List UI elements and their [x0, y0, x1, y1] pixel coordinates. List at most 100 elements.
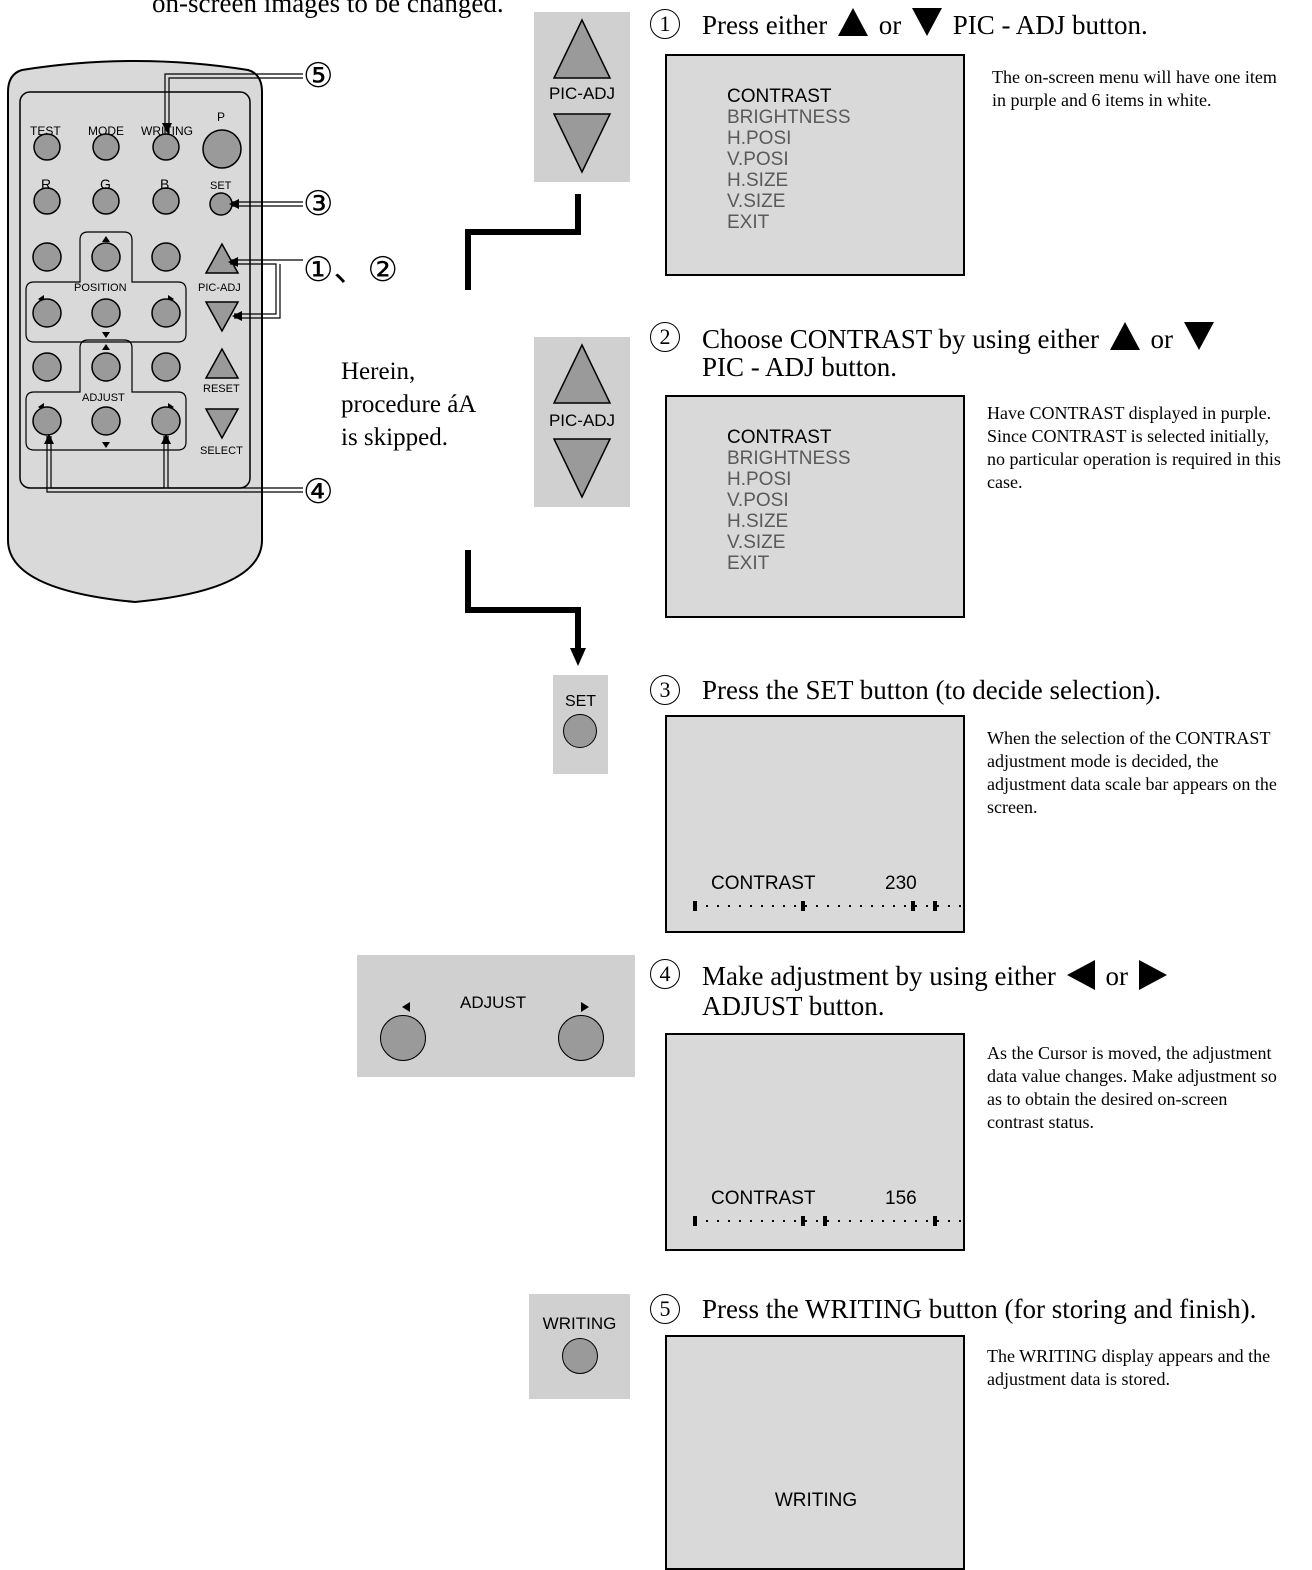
callout-4: ④	[303, 474, 334, 511]
step-1-post: PIC - ADJ button.	[952, 10, 1148, 40]
step-3-description: When the selection of the CONTRAST adjus…	[987, 728, 1277, 817]
picadj-triangles-icon[interactable]	[534, 12, 630, 182]
menu-item: CONTRAST	[727, 427, 832, 448]
adjust-panel: ADJUST	[357, 955, 635, 1077]
left-arrow-icon	[402, 1002, 410, 1012]
callout-3: ③	[303, 186, 334, 223]
picadj-panel-label: PIC-ADJ	[548, 84, 616, 103]
menu-item: BRIGHTNESS	[727, 448, 851, 469]
menu-item: CONTRAST	[727, 86, 832, 107]
step-4-number: 4	[650, 959, 680, 989]
down-triangle-icon	[911, 8, 942, 36]
scale-bar	[693, 901, 965, 911]
remote-label-adjust: ADJUST	[82, 392, 125, 404]
menu-item: V.SIZE	[727, 532, 786, 553]
writing-panel: WRITING	[529, 1294, 630, 1399]
menu-item: BRIGHTNESS	[727, 107, 851, 128]
menu-item: H.SIZE	[727, 511, 789, 532]
note-line-3: is skipped.	[341, 424, 448, 451]
up-triangle-icon	[1109, 322, 1140, 350]
osd-menu: CONTRAST BRIGHTNESS H.POSI V.POSI H.SIZE…	[727, 86, 851, 233]
callout-12: ①、②	[303, 252, 398, 289]
remote-label-mode: MODE	[88, 124, 124, 138]
writing-screen-text: WRITING	[774, 1490, 858, 1511]
menu-item: H.SIZE	[727, 170, 789, 191]
menu-item: H.POSI	[727, 128, 792, 149]
step-1-description: The on-screen menu will have one item in…	[992, 67, 1277, 110]
step-4-mid: or	[1105, 961, 1128, 991]
step-5-number: 5	[650, 1294, 680, 1324]
step-5-screen: WRITING	[665, 1335, 965, 1570]
scale-value: 230	[885, 873, 917, 894]
flow-connector	[465, 194, 586, 666]
remote-label-position: POSITION	[74, 282, 127, 294]
menu-item: V.POSI	[727, 490, 789, 511]
step-4-title: Make adjustment by using either or	[702, 960, 1171, 991]
remote-label-b: B	[160, 176, 170, 192]
menu-item: H.POSI	[727, 469, 792, 490]
step-2-title-line2: PIC - ADJ button.	[702, 352, 898, 382]
remote-label-picadj: PIC-ADJ	[198, 282, 241, 294]
step-5-description: The WRITING display appears and the adju…	[987, 1346, 1271, 1389]
up-triangle-icon	[837, 8, 868, 36]
adjust-right-button[interactable]	[558, 1015, 604, 1061]
step-2-description: Have CONTRAST displayed in purple. Since…	[987, 403, 1281, 492]
step-5-title: Press the WRITING button (for storing an…	[702, 1294, 1257, 1324]
remote-label-p: P	[217, 110, 226, 124]
menu-item: V.POSI	[727, 149, 789, 170]
remote-label-select: SELECT	[200, 445, 243, 457]
step-4-pre: Make adjustment by using either	[702, 961, 1056, 991]
step-4-screen: CONTRAST 156	[665, 1033, 965, 1251]
picadj-panel-1: PIC-ADJ	[534, 12, 630, 182]
step-3-title: Press the SET button (to decide selectio…	[702, 675, 1162, 705]
callout-5: ⑤	[303, 58, 334, 95]
menu-item: EXIT	[727, 553, 770, 574]
picadj-panel-label: PIC-ADJ	[548, 411, 616, 430]
remote-label-r: R	[41, 176, 52, 192]
writing-panel-label: WRITING	[542, 1314, 617, 1333]
step-1-title: Press either or PIC - ADJ button.	[702, 8, 1148, 40]
step-1-number: 1	[650, 9, 680, 39]
remote-control	[7, 60, 303, 604]
picadj-triangles-icon[interactable]	[534, 337, 630, 507]
scale-label: CONTRAST	[711, 873, 816, 894]
menu-item: EXIT	[727, 212, 770, 233]
header-fragment: on-screen images to be changed.	[152, 0, 504, 18]
menu-item: V.SIZE	[727, 191, 786, 212]
step-2-pre: Choose CONTRAST by using either	[702, 324, 1099, 354]
left-triangle-icon	[1066, 960, 1095, 990]
scale-label: CONTRAST	[711, 1188, 816, 1209]
note-line-1: Herein,	[341, 358, 416, 385]
set-button[interactable]	[563, 714, 597, 748]
step-4-description: As the Cursor is moved, the adjustment d…	[987, 1043, 1277, 1132]
set-panel: SET	[553, 675, 608, 774]
step-3-number: 3	[650, 675, 680, 705]
picadj-panel-2: PIC-ADJ	[534, 337, 630, 507]
right-triangle-icon	[1138, 960, 1167, 990]
down-triangle-icon	[1183, 322, 1214, 350]
writing-button[interactable]	[562, 1338, 598, 1374]
step-1-screen: CONTRAST BRIGHTNESS H.POSI V.POSI H.SIZE…	[665, 54, 965, 276]
step-4-title-line2: ADJUST button.	[702, 991, 885, 1021]
remote-label-g: G	[100, 176, 111, 192]
step-2-mid: or	[1150, 324, 1174, 354]
right-arrow-icon	[581, 1002, 589, 1012]
step-2-title: Choose CONTRAST by using either or	[702, 322, 1218, 354]
set-panel-label: SET	[564, 693, 597, 710]
adjust-panel-label: ADJUST	[460, 993, 527, 1012]
procedure-note: Herein, procedure áA is skipped.	[341, 355, 476, 454]
step-1-pre: Press either	[702, 10, 828, 40]
osd-menu: CONTRAST BRIGHTNESS H.POSI V.POSI H.SIZE…	[727, 427, 851, 574]
step-1-mid: or	[878, 10, 902, 40]
step-3-screen: CONTRAST 230	[665, 715, 965, 933]
remote-label-reset: RESET	[203, 383, 240, 395]
adjust-left-button[interactable]	[380, 1015, 426, 1061]
step-2-screen: CONTRAST BRIGHTNESS H.POSI V.POSI H.SIZE…	[665, 395, 965, 618]
note-line-2: procedure áA	[341, 391, 477, 418]
scale-value: 156	[885, 1188, 917, 1209]
step-2-number: 2	[650, 322, 680, 352]
remote-label-set: SET	[210, 180, 232, 192]
remote-label-writing: WRITING	[141, 124, 193, 138]
scale-bar	[693, 1216, 965, 1226]
remote-label-test: TEST	[30, 124, 61, 138]
